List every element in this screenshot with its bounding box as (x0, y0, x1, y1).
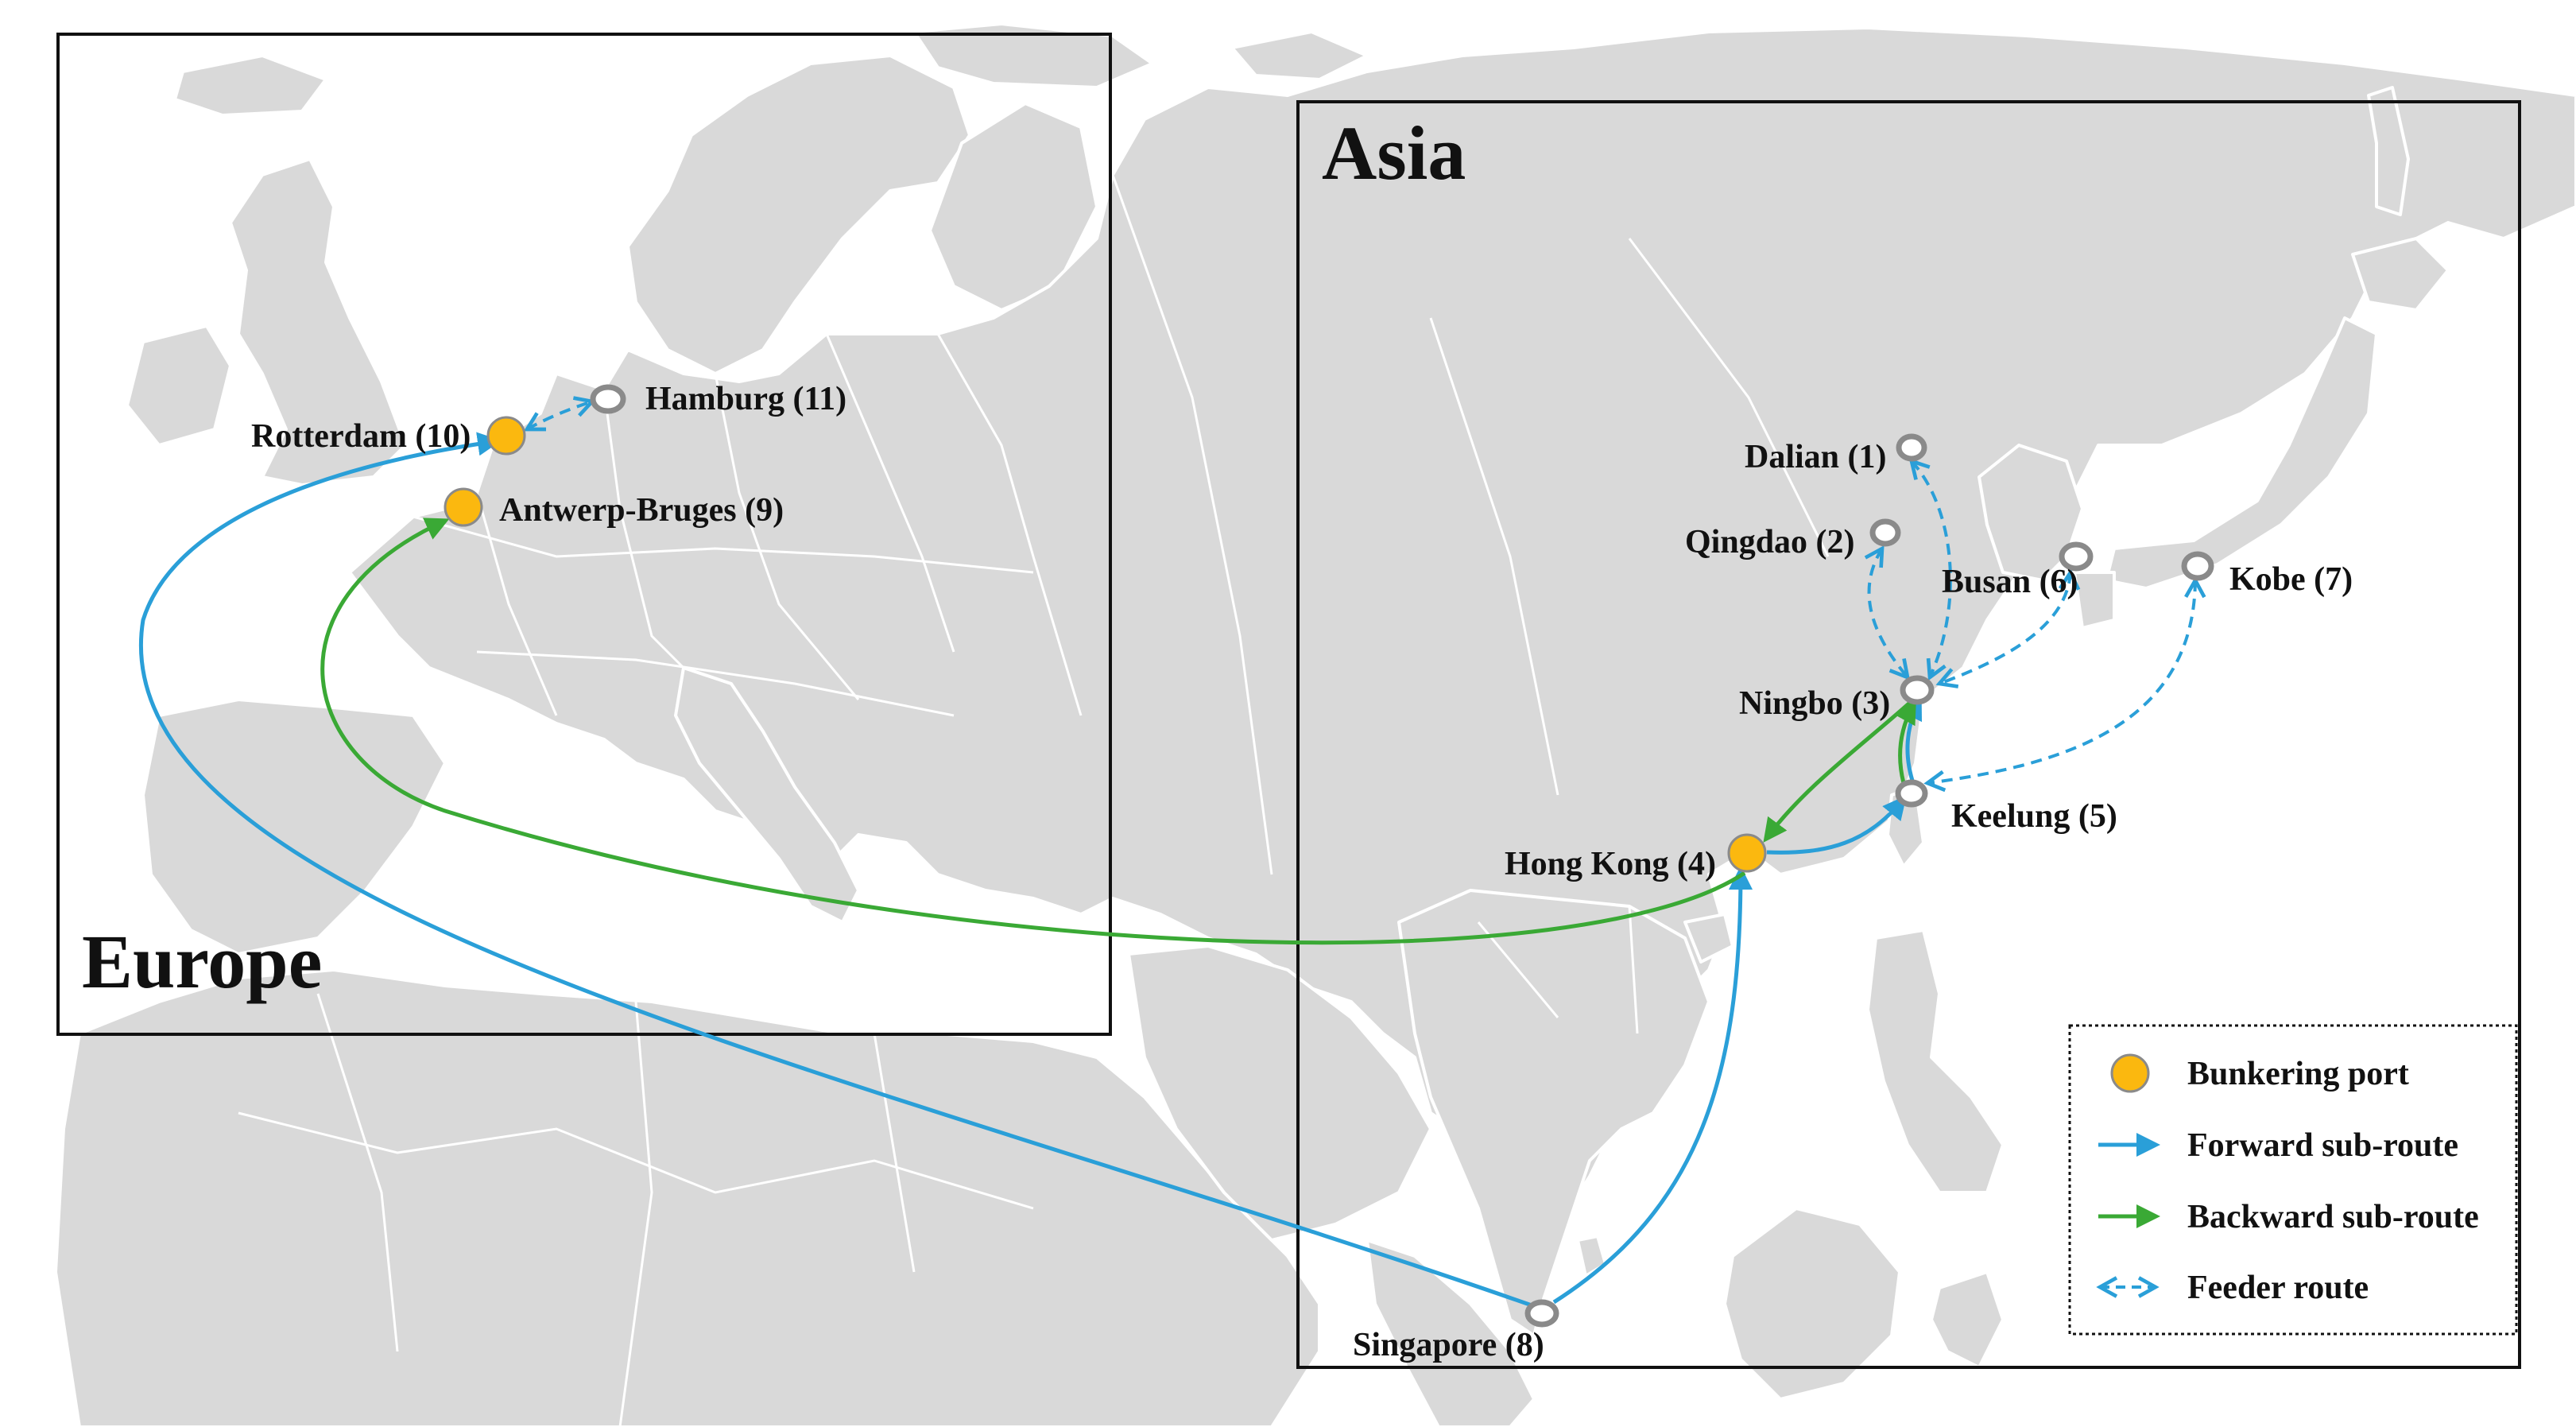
iberia (141, 698, 447, 956)
legend-forward-label: Forward sub-route (2187, 1127, 2458, 1164)
port-label-antwerp-bruges: Antwerp-Bruges (9) (499, 492, 784, 529)
japan-kyushu (2073, 571, 2116, 630)
port-label-busan: Busan (6) (1942, 564, 2078, 600)
arabia (1127, 944, 1432, 1242)
backward-segment-ningbo-to-hong-kong (1763, 700, 1913, 843)
legend-bunkering-swatch (2110, 1053, 2150, 1093)
arctic-islands (912, 22, 1154, 89)
backward-sub-route (320, 518, 1916, 945)
feeder-routes (527, 401, 2195, 783)
port-marker-hong-kong (1727, 833, 1767, 873)
port-marker-kobe (2181, 551, 2214, 581)
hainan (1683, 913, 1734, 964)
backward-segment-hong-kong-to-antwerp (320, 518, 1746, 945)
legend-bunkering-label: Bunkering port (2187, 1056, 2409, 1092)
feeder-qingdao-ningbo (1869, 549, 1908, 677)
port-label-rotterdam: Rotterdam (10) (251, 418, 471, 455)
africa (54, 968, 1321, 1427)
legend: Bunkering port Forward sub-route Backwar… (2068, 1024, 2518, 1336)
port-marker-hamburg (590, 384, 626, 414)
italy (674, 666, 860, 924)
forward-sub-route (139, 432, 1923, 1314)
land-masses (54, 22, 2576, 1427)
sulawesi (1930, 1270, 2005, 1369)
sumatra (1365, 1239, 1536, 1427)
sakhalin (2367, 86, 2410, 216)
iceland (173, 54, 327, 117)
ireland (126, 324, 232, 447)
port-marker-dalian (1896, 433, 1927, 462)
port-marker-antwerp-bruges (444, 487, 483, 527)
port-label-dalian: Dalian (1) (1745, 439, 1887, 475)
sri-lanka (1576, 1235, 1607, 1278)
port-label-kobe: Kobe (7) (2229, 561, 2353, 598)
philippines (1866, 929, 2005, 1194)
asia-region-frame (1296, 100, 2521, 1369)
port-label-hong-kong: Hong Kong (4) (1505, 846, 1716, 882)
great-britain (229, 157, 407, 487)
port-labels: Hamburg (11) Rotterdam (10) Antwerp-Brug… (251, 381, 2353, 1363)
port-label-keelung: Keelung (5) (1951, 798, 2117, 835)
port-marker-rotterdam (486, 416, 526, 456)
port-label-singapore: Singapore (8) (1353, 1327, 1544, 1363)
port-label-hamburg: Hamburg (11) (645, 381, 846, 417)
feeder-rotterdam-hamburg (527, 401, 592, 429)
port-marker-ningbo (1900, 675, 1935, 705)
forward-segment-singapore-to-hong-kong (1552, 866, 1753, 1305)
feeder-kobe-keelung (1927, 580, 2195, 783)
legend-backward-label: Backward sub-route (2187, 1199, 2479, 1235)
indochina (1397, 889, 1710, 1337)
forward-segment-hong-kong-to-keelung (1766, 795, 1907, 855)
europe-label: Europe (82, 919, 322, 1004)
port-marker-busan (2059, 541, 2094, 572)
svalbard (1230, 30, 1369, 81)
port-label-ningbo: Ningbo (3) (1739, 685, 1890, 722)
country-borders (238, 174, 1830, 1427)
scandinavia (626, 54, 971, 375)
asia-label: Asia (1322, 111, 1466, 196)
japan-hokkaido (2351, 237, 2450, 312)
ports (444, 384, 2214, 1328)
legend-feeder-label: Feeder route (2187, 1270, 2369, 1306)
feeder-dalian-ningbo (1912, 461, 1952, 677)
port-marker-keelung (1895, 779, 1928, 808)
borneo (1723, 1207, 1901, 1401)
forward-segment-singapore-to-rotterdam (139, 432, 1551, 1314)
europe-region-frame (56, 33, 1112, 1036)
backward-segment-keelung-to-ningbo (1894, 699, 1916, 784)
port-label-qingdao: Qingdao (2) (1685, 524, 1855, 560)
port-marker-singapore (1524, 1299, 1559, 1328)
port-marker-qingdao (1869, 518, 1901, 547)
